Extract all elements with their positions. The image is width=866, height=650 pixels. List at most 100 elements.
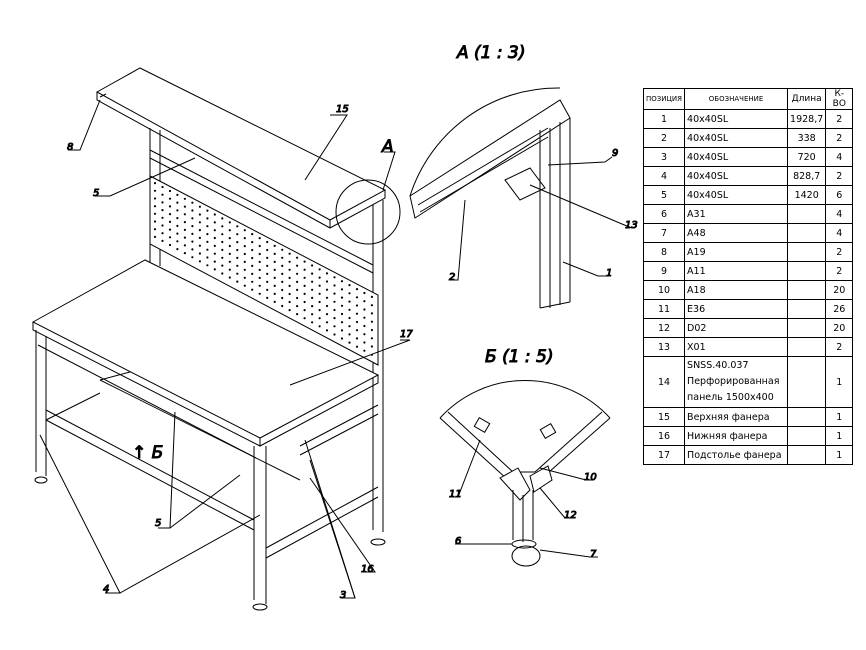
cell-length — [787, 223, 827, 243]
perforation-hole — [333, 292, 336, 295]
perforation-hole — [318, 268, 321, 271]
cell-designation: 40x40SL — [684, 147, 789, 167]
perforation-hole — [183, 252, 186, 255]
detail-a-title: А (1 : 3) — [456, 43, 525, 63]
perforation-hole — [281, 288, 284, 292]
perforation-hole — [266, 264, 269, 267]
cell-designation: A48 — [684, 223, 789, 243]
cell-length — [787, 280, 827, 300]
perforation-hole — [318, 300, 321, 304]
perforation-hole — [273, 268, 276, 271]
perforation-hole — [325, 313, 329, 316]
perforation-hole — [370, 337, 373, 340]
perforation-hole — [266, 288, 269, 291]
header-position: ПОЗИЦИЯ — [642, 88, 686, 110]
cell-position: 16 — [642, 426, 686, 446]
cell-length — [787, 337, 827, 357]
cell-position: 9 — [642, 261, 686, 281]
perforation-hole — [236, 233, 239, 236]
perforation-hole — [153, 228, 157, 231]
cell-position: 7 — [642, 223, 686, 243]
cell-position: 5 — [642, 185, 686, 205]
cell-quantity: 4 — [825, 147, 854, 167]
cell-quantity: 2 — [825, 242, 854, 262]
perforation-hole — [168, 228, 172, 231]
perforation-hole — [236, 248, 239, 252]
perforation-hole — [333, 300, 336, 303]
cell-length — [787, 242, 827, 262]
perforation-hole — [251, 233, 254, 236]
header-length: Длина — [787, 88, 827, 110]
perforation-hole — [363, 300, 366, 303]
perforation-hole — [228, 229, 231, 232]
perforation-hole — [355, 304, 359, 307]
perforation-hole — [168, 197, 172, 200]
perforation-hole — [311, 296, 314, 299]
perforation-hole — [251, 288, 254, 291]
perforation-hole — [303, 276, 306, 279]
detail-b-title: Б (1 : 5) — [485, 347, 554, 367]
perforation-hole — [168, 189, 172, 193]
cell-position: 15 — [642, 407, 686, 427]
perforation-hole — [288, 309, 291, 312]
perforation-hole — [311, 288, 314, 291]
cell-length — [787, 426, 827, 446]
perforation-hole — [355, 320, 359, 324]
cell-position: 1 — [642, 109, 686, 129]
perforation-hole — [273, 284, 276, 287]
perforation-hole — [183, 244, 186, 247]
cell-quantity: 4 — [825, 223, 854, 243]
header-designation: ОБОЗНАЧЕНИЕ — [684, 88, 789, 110]
perforation-hole — [311, 313, 314, 316]
perforation-hole — [161, 209, 164, 212]
perforation-hole — [228, 244, 231, 248]
perforation-hole — [161, 239, 164, 242]
perforation-hole — [363, 316, 366, 319]
cell-designation: Нижняя фанера — [684, 426, 789, 446]
perforation-hole — [176, 232, 179, 235]
perforation-hole — [251, 241, 254, 244]
cell-length: 338 — [787, 128, 827, 148]
perforation-hole — [325, 280, 329, 283]
perforation-hole — [176, 248, 179, 251]
cell-position: 3 — [642, 147, 686, 167]
callout-3: 3 — [340, 590, 346, 601]
perforation-hole — [198, 213, 201, 216]
perforation-hole — [153, 220, 157, 223]
callout-9: 9 — [612, 148, 618, 159]
cell-length — [787, 299, 827, 319]
callout-5-bottom: 5 — [155, 518, 161, 529]
perforation-hole — [183, 197, 186, 200]
perforation-hole — [221, 248, 224, 251]
perforation-hole — [355, 296, 359, 299]
perforation-hole — [153, 189, 157, 192]
callout-12: 12 — [564, 510, 577, 521]
perforation-hole — [221, 256, 224, 259]
perforation-hole — [236, 272, 239, 275]
perforation-hole — [191, 217, 194, 220]
detail-b: Б (1 : 5) 11 10 12 6 7 — [439, 347, 611, 567]
cell-designation: SNSS.40.037 Перфорированная панель 1500x… — [684, 356, 789, 408]
perforation-hole — [243, 229, 246, 232]
perforation-hole — [176, 201, 179, 204]
perforation-hole — [281, 256, 284, 259]
cell-quantity: 1 — [825, 445, 854, 465]
perforation-hole — [168, 213, 172, 216]
perforation-hole — [273, 244, 276, 247]
perforation-hole — [243, 237, 246, 240]
perforation-hole — [311, 272, 314, 275]
perforation-hole — [258, 260, 261, 263]
perforation-hole — [340, 321, 344, 324]
perforation-hole — [161, 224, 164, 227]
perforation-hole — [206, 240, 209, 243]
perforation-hole — [198, 244, 201, 247]
perforation-hole — [348, 341, 351, 344]
perforation-hole — [236, 264, 239, 267]
